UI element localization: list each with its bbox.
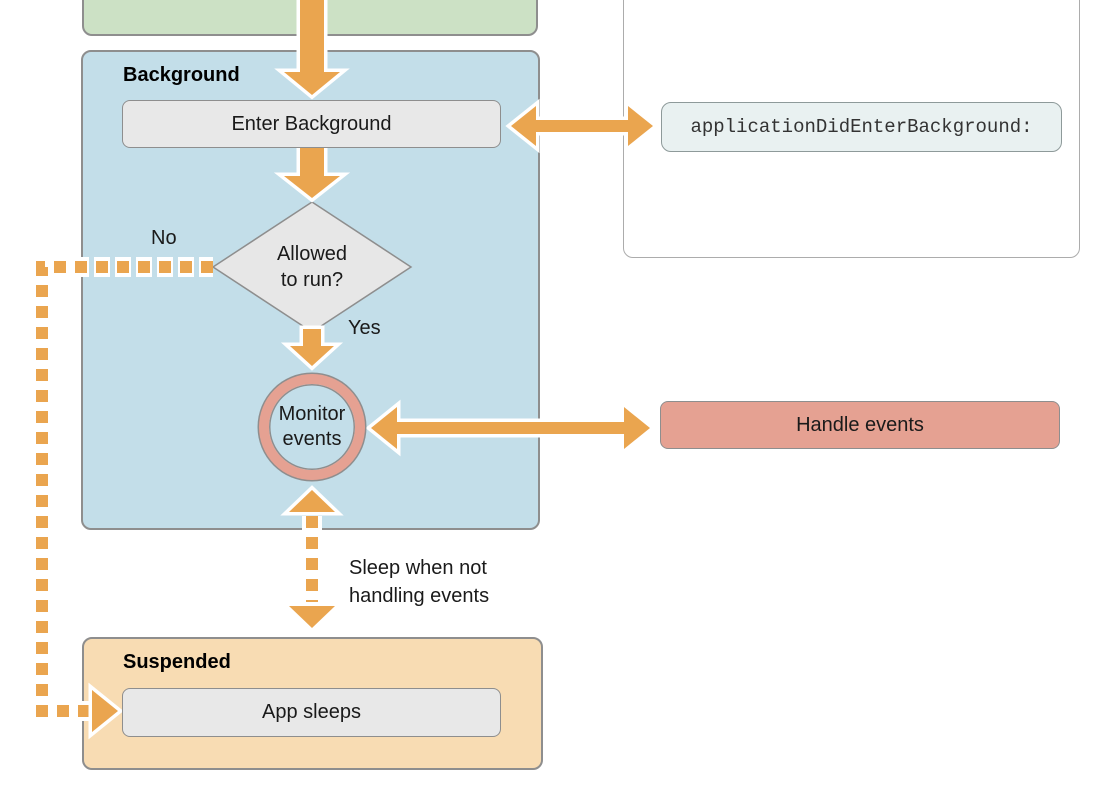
allowed-to-run-line2: to run? bbox=[280, 269, 344, 291]
sleep-note-line1: Sleep when not bbox=[349, 557, 487, 579]
sleep-note-line2: handling events bbox=[349, 585, 490, 607]
suspended-state-title: Suspended bbox=[123, 651, 231, 673]
handle-events-node: Handle events bbox=[660, 401, 1060, 449]
handle-events-label: Handle events bbox=[796, 413, 924, 436]
edge-label-no: No bbox=[151, 227, 177, 249]
monitor-events-line2: events bbox=[282, 428, 342, 450]
background-state-title: Background bbox=[123, 64, 240, 86]
callback-code-label: applicationDidEnterBackground: bbox=[690, 116, 1033, 138]
app-sleeps-label: App sleeps bbox=[262, 701, 361, 723]
enter-background-label: Enter Background bbox=[231, 112, 392, 135]
enter-background-node: Enter Background bbox=[122, 100, 501, 148]
monitor-events-line1: Monitor bbox=[278, 403, 346, 425]
allowed-to-run-line1: Allowed bbox=[276, 243, 348, 265]
edge-label-yes: Yes bbox=[348, 317, 381, 339]
foreground-state-box bbox=[82, 0, 538, 36]
allowed-to-run-label: Allowed to run? bbox=[232, 241, 392, 293]
sleep-note-label: Sleep when not handling events bbox=[349, 554, 489, 610]
app-sleeps-node: App sleeps bbox=[122, 688, 501, 737]
callback-code-box: applicationDidEnterBackground: bbox=[661, 102, 1062, 152]
dashed-arrow-down-head bbox=[280, 602, 344, 633]
monitor-events-node: Monitor events bbox=[259, 374, 365, 480]
